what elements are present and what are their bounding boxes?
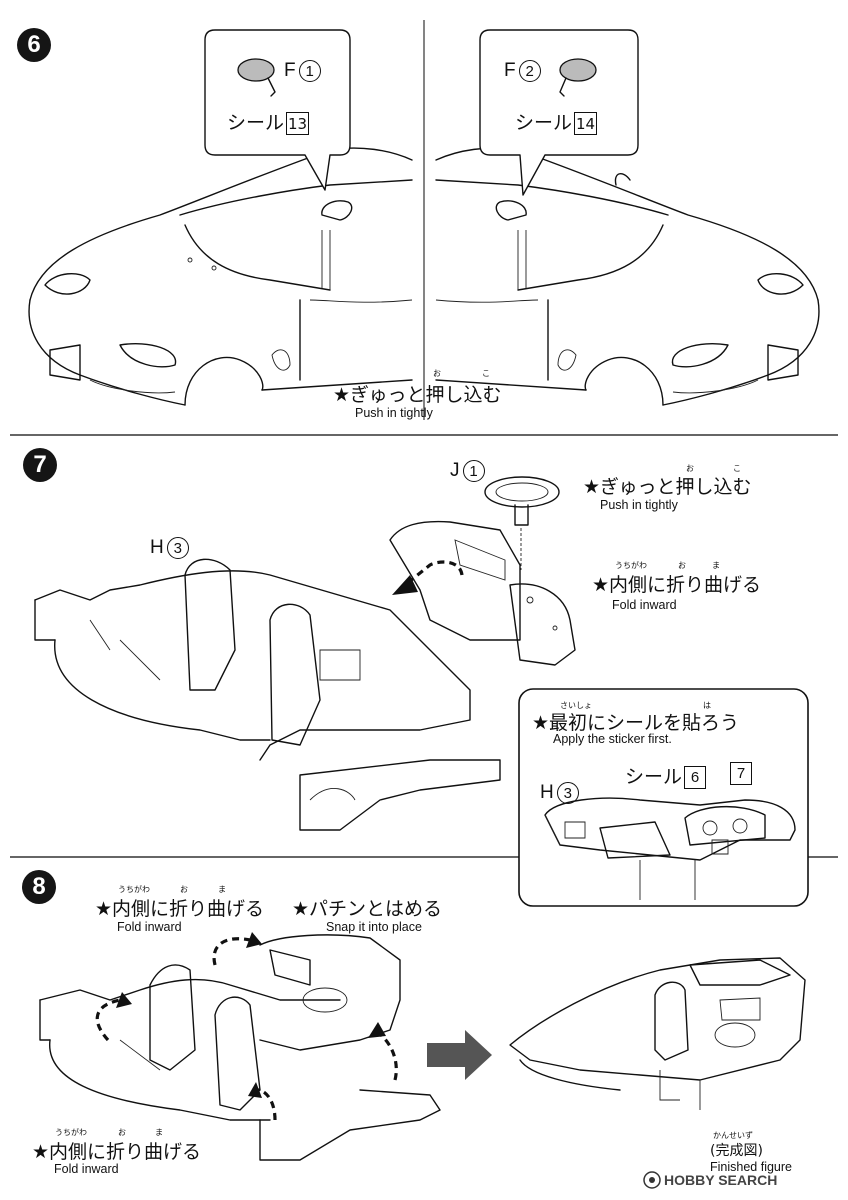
ruby-ko-7a: こ (733, 464, 741, 473)
ruby-saisho: さいしょ (560, 701, 592, 710)
step7-note2-jp: ★内側に折り曲げる (592, 574, 762, 596)
step8-fold-bottom-jp: ★内側に折り曲げる (32, 1141, 202, 1163)
ruby-ma-8b: ま (155, 1128, 163, 1137)
ruby-uchigawa-8b: うちがわ (55, 1128, 87, 1137)
interior-tub-h3 (34, 520, 576, 831)
ruby-o-7a: お (686, 464, 694, 473)
ruby-o-7b: お (678, 561, 686, 570)
result-arrow (427, 1030, 492, 1080)
step8-snap-jp: ★パチンとはめる (292, 898, 443, 920)
step6-instruction-jp: ★ぎゅっと押し込む (333, 384, 502, 406)
ruby-o-8a: お (180, 885, 188, 894)
step8-snap-en: Snap it into place (326, 920, 422, 934)
step7-note2-en: Fold inward (612, 598, 677, 612)
step6-instruction-en: Push in tightly (355, 406, 433, 420)
ruby-ma-8a: ま (218, 885, 226, 894)
watermark-text: HOBBY SEARCH (664, 1172, 778, 1188)
inset-sticker-7: 7 (728, 762, 752, 785)
fold-arrow-8a (95, 998, 121, 1042)
step8-fold-top-jp: ★内側に折り曲げる (95, 898, 265, 920)
finished-figure-en: Finished figure (710, 1160, 792, 1174)
mirror-part-f2-icon (559, 58, 597, 97)
fold-arrow-7 (404, 560, 464, 587)
ruby-uchigawa-8a: うちがわ (118, 885, 150, 894)
fold-arrow-8d (257, 1088, 277, 1121)
interior-tub-step8 (39, 934, 441, 1161)
inset-box (518, 688, 809, 907)
ruby-uchigawa-7: うちがわ (615, 561, 647, 570)
fold-arrow-8c (374, 1028, 398, 1081)
ruby-kanseizu: かんせいず (713, 1131, 753, 1140)
step-number-6: 6 (17, 28, 51, 62)
step7-note1-en: Push in tightly (600, 498, 678, 512)
step8-fold-bottom-en: Fold inward (54, 1162, 119, 1176)
finished-interior (509, 957, 806, 1110)
steering-wheel-j1 (484, 476, 560, 570)
ruby-ma-7: ま (712, 561, 720, 570)
inset-title-en: Apply the sticker first. (553, 732, 672, 746)
fold-arrow-8b (212, 937, 251, 966)
inset-title-jp: ★最初にシールを貼ろう (532, 712, 740, 734)
step-number-8: 8 (22, 870, 56, 904)
step8-fold-top-en: Fold inward (117, 920, 182, 934)
ruby-o-8b: お (118, 1128, 126, 1137)
mirror-part-f1-icon (237, 58, 276, 97)
hobby-search-logo-icon (643, 1171, 661, 1189)
ruby-o: お (433, 369, 441, 378)
step-number-7: 7 (23, 448, 57, 482)
car-body-left (28, 147, 413, 406)
ruby-ha: は (703, 701, 711, 710)
car-body-right (435, 147, 820, 406)
step7-note1-jp: ★ぎゅっと押し込む (583, 476, 752, 498)
ruby-ko: こ (482, 369, 490, 378)
finished-figure-jp: (完成図) (710, 1143, 763, 1159)
